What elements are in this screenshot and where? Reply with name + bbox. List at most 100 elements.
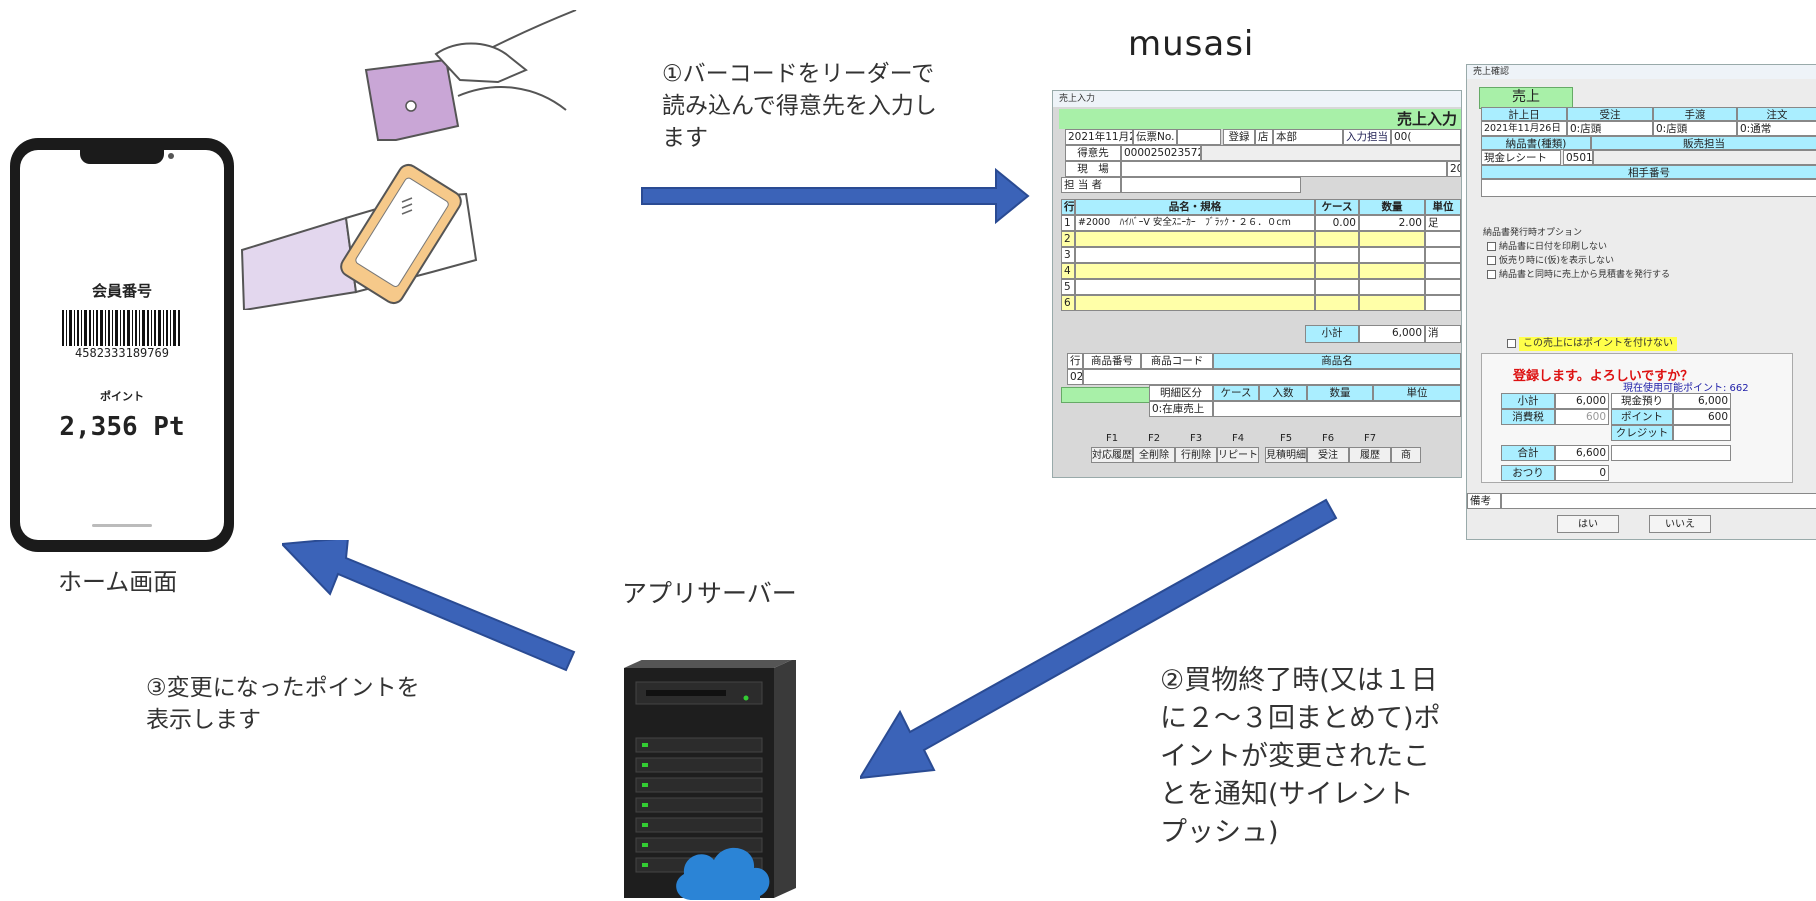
log-button[interactable]: 履歴 (1349, 447, 1391, 463)
table-row-case[interactable] (1315, 247, 1359, 263)
site-label: 現 場 (1065, 161, 1121, 177)
table-row-unit[interactable] (1425, 247, 1461, 263)
confirm-delivery-select[interactable]: 0:店頭 (1653, 121, 1737, 136)
estimate-detail-button[interactable]: 見積明細 (1265, 447, 1307, 463)
table-row-qty[interactable] (1359, 231, 1425, 247)
detail-case-header: ケース (1213, 385, 1259, 401)
option-no-date[interactable]: 納品書に日付を印刷しない (1487, 239, 1607, 252)
table-row-unit[interactable] (1425, 263, 1461, 279)
grid-header-unit: 単位 (1425, 199, 1461, 215)
barcode-icon (62, 310, 180, 346)
confirm-window-titlebar: 売上確認 (1467, 65, 1816, 79)
table-row-qty[interactable] (1359, 247, 1425, 263)
table-row-qty[interactable]: 2.00 (1359, 215, 1425, 231)
table-row-unit[interactable]: 足 (1425, 215, 1461, 231)
option-issue-estimate[interactable]: 納品書と同時に売上から見積書を発行する (1487, 267, 1670, 280)
table-row-qty[interactable] (1359, 279, 1425, 295)
confirm-header-order: 受注 (1567, 107, 1653, 121)
remarks-input[interactable] (1501, 493, 1816, 509)
detail-kind-select[interactable]: 0:在庫売上 (1149, 401, 1213, 417)
table-row-case[interactable] (1315, 279, 1359, 295)
slip-no-label: 伝票No. (1133, 129, 1177, 145)
checkbox-icon[interactable] (1487, 256, 1496, 265)
grid-header-case: ケース (1315, 199, 1359, 215)
arrow-to-server (860, 498, 1338, 780)
no-button[interactable]: いいえ (1649, 515, 1711, 533)
order-button[interactable]: 受注 (1307, 447, 1349, 463)
entry-staff-code[interactable]: 00( (1391, 129, 1461, 145)
subtotal-label: 小計 (1305, 325, 1359, 343)
checkbox-icon[interactable] (1487, 270, 1496, 279)
arrow-to-phone (282, 540, 576, 672)
confirm-date-value[interactable]: 2021年11月26日 (1481, 121, 1567, 136)
barcode-reader-icon (364, 10, 577, 141)
detail-row-number: 02 (1067, 369, 1083, 385)
table-row-qty[interactable] (1359, 263, 1425, 279)
fkey-label: F7 (1363, 433, 1377, 444)
slip-no-input[interactable] (1177, 129, 1221, 145)
table-row-unit[interactable] (1425, 231, 1461, 247)
server-icon (624, 660, 796, 900)
fkey-label: F5 (1279, 433, 1293, 444)
table-row-name[interactable] (1075, 231, 1315, 247)
customer-code-input[interactable]: 000025023572 (1121, 145, 1201, 161)
option-no-date-label: 納品書に日付を印刷しない (1499, 242, 1608, 252)
product-button[interactable]: 商 (1391, 447, 1421, 463)
partner-number-input[interactable] (1481, 179, 1816, 197)
confirm-order-select[interactable]: 0:店頭 (1567, 121, 1653, 136)
table-row-case[interactable]: 0.00 (1315, 215, 1359, 231)
table-row-unit[interactable] (1425, 295, 1461, 311)
register-button[interactable]: 登録 (1223, 129, 1255, 145)
confirm-message: 登録します。よろしいですか？ (1513, 369, 1694, 384)
phone-notch (80, 150, 164, 164)
table-row-name[interactable]: #2000 ﾊｲﾊﾞｰV 安全ｽﾆｰｶｰ ﾌﾞﾗｯｸ・２６．０cm (1075, 215, 1315, 231)
detail-unit-header: 単位 (1373, 385, 1461, 401)
invoice-type-select[interactable]: 現金レシート (1481, 150, 1561, 165)
customer-label: 得意先 (1065, 145, 1121, 161)
step2-caption: ②買物終了時(又は１日 に２～３回まとめて)ポ イントが変更されたこ とを通知(… (1160, 665, 1441, 848)
table-row-case[interactable] (1315, 231, 1359, 247)
date-field[interactable]: 2021年11月26日 (1065, 129, 1133, 145)
table-row-case[interactable] (1315, 295, 1359, 311)
no-point-option[interactable]: この売上にはポイントを付けない (1507, 337, 1677, 351)
checkbox-icon[interactable] (1507, 339, 1516, 348)
table-row-qty[interactable] (1359, 295, 1425, 311)
yes-button[interactable]: はい (1557, 515, 1619, 533)
option-no-temp-mark[interactable]: 仮売り時に(仮)を表示しない (1487, 253, 1614, 266)
repeat-button[interactable]: リピート (1217, 447, 1259, 463)
history-button[interactable]: 対応履歴 (1091, 447, 1133, 463)
staff-select[interactable] (1121, 177, 1301, 193)
point-label: ポイント (100, 390, 144, 403)
confirm-tax-label: 消費税 (1501, 409, 1555, 425)
confirm-type-select[interactable]: 0:通常 (1737, 121, 1816, 136)
checkbox-icon[interactable] (1487, 242, 1496, 251)
point-use-label: ポイント (1611, 409, 1673, 425)
table-row-name[interactable] (1075, 279, 1315, 295)
point-use-input[interactable]: 600 (1673, 409, 1731, 425)
phone-screen: 会員番号 4582333189769 ポイント 2,356 Pt (20, 150, 224, 540)
credit-input[interactable] (1673, 425, 1731, 441)
home-screen-caption: ホーム画面 (58, 568, 178, 596)
staff-code-input[interactable]: 0501 (1563, 150, 1593, 165)
arrow-to-musasi (641, 167, 1030, 225)
cash-input[interactable]: 6,000 (1673, 393, 1731, 409)
upper-hand-illustration (434, 42, 528, 84)
smartphone: 会員番号 4582333189769 ポイント 2,356 Pt (10, 138, 234, 552)
table-row-name[interactable] (1075, 295, 1315, 311)
store-select[interactable]: 本部 (1273, 129, 1343, 145)
table-row-case[interactable] (1315, 263, 1359, 279)
sales-window-titlebar: 売上入力 (1053, 91, 1461, 107)
fkey-label: F6 (1321, 433, 1335, 444)
sales-confirm-window: 売上確認 売上 計上日 受注 手渡 注文 2021年11月26日 0:店頭 0:… (1466, 64, 1816, 540)
detail-values-input[interactable] (1213, 401, 1461, 417)
table-row-unit[interactable] (1425, 279, 1461, 295)
option-issue-estimate-label: 納品書と同時に売上から見積書を発行する (1499, 270, 1671, 280)
staff-name-select[interactable] (1593, 150, 1816, 165)
delete-row-button[interactable]: 行削除 (1175, 447, 1217, 463)
detail-row-input[interactable] (1083, 369, 1461, 385)
table-row-name[interactable] (1075, 247, 1315, 263)
detail-header-product-code: 商品コード (1141, 353, 1213, 369)
delete-all-button[interactable]: 全削除 (1133, 447, 1175, 463)
table-row-name[interactable] (1075, 263, 1315, 279)
site-input[interactable] (1121, 161, 1447, 177)
